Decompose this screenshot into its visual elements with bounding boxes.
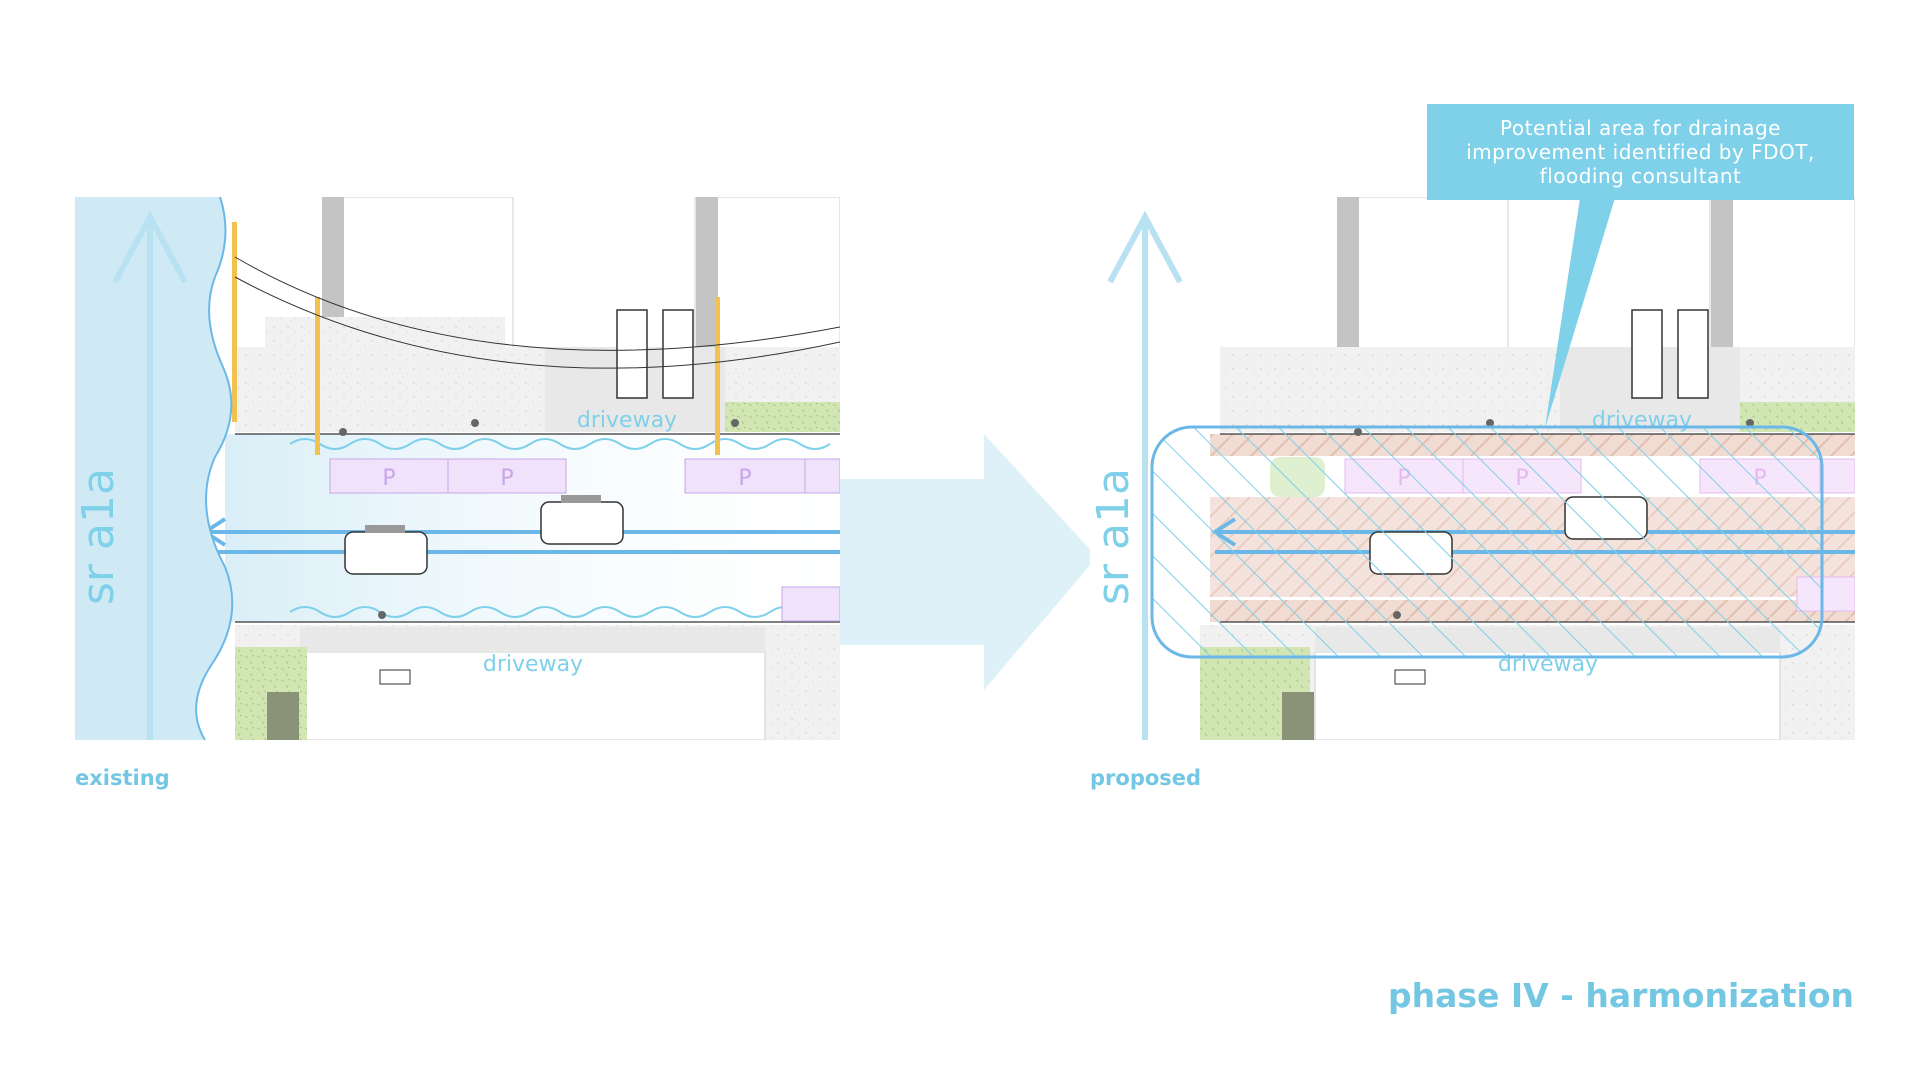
pedestrian-icon	[731, 419, 739, 427]
road-label: sr a1a	[1090, 468, 1139, 605]
pedestrian-icon	[378, 611, 386, 619]
pedestrian-icon	[1746, 419, 1754, 427]
driveway-label-bottom: driveway	[483, 652, 583, 677]
parking-label: P	[382, 466, 395, 491]
caption-existing: existing	[75, 766, 170, 790]
pedestrian-icon	[471, 419, 479, 427]
caption-proposed: proposed	[1090, 766, 1202, 790]
proposed-plan-diagram: P P P driveway driveway sr a1a	[1090, 197, 1855, 740]
callout-line: flooding consultant	[1539, 164, 1742, 188]
road-label: sr a1a	[75, 468, 124, 605]
parking-label: P	[500, 466, 513, 491]
drainage-callout: Potential area for drainage improvement …	[1427, 104, 1854, 200]
pedestrian-icon	[1486, 419, 1494, 427]
parking-label: P	[738, 466, 751, 491]
pedestrian-icon	[339, 428, 347, 436]
drainage-area-highlight	[1150, 425, 1824, 659]
car-icon	[344, 531, 428, 575]
callout-line: improvement identified by FDOT,	[1466, 140, 1815, 164]
driveway-label-top: driveway	[577, 408, 677, 433]
utility-pole-icon	[232, 222, 237, 422]
page-title: phase IV - harmonization	[1387, 976, 1854, 1015]
callout-line: Potential area for drainage	[1500, 116, 1781, 140]
utility-pole-icon	[315, 297, 320, 455]
existing-plan-diagram: P P P driveway driveway	[75, 197, 840, 740]
car-icon	[540, 501, 624, 545]
utility-pole-icon	[715, 297, 720, 455]
